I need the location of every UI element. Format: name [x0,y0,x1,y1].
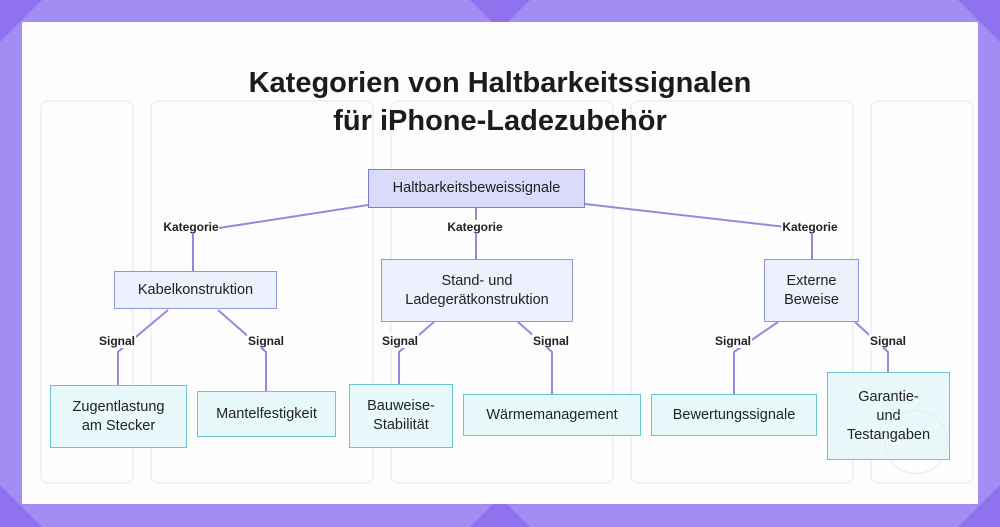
node-category-external: Externe Beweise [764,259,859,322]
edge-label-signal-warranty: Signal [868,334,908,348]
edge-label-category-charger: Kategorie [446,220,504,234]
diagram-title: Kategorien von Haltbarkeitssignalen für … [150,64,850,140]
node-category-charger: Stand- und Ladegerätkonstruktion [381,259,573,322]
title-line-2: für iPhone-Ladezubehör [333,105,667,137]
node-signal-heat-management: Wärmemanagement [463,394,641,436]
node-signal-build-stability: Bauweise- Stabilität [349,384,453,448]
edge-label-signal-heat: Signal [531,334,571,348]
edge-cable-jacket [217,309,267,391]
node-signal-reviews: Bewertungssignale [651,394,817,436]
edge-label-category-cable: Kategorie [162,220,220,234]
edge-label-signal-strain: Signal [97,334,137,348]
edge-cable-strain [117,309,169,385]
edge-label-category-external: Kategorie [781,220,839,234]
node-root: Haltbarkeitsbeweissignale [368,169,585,208]
edge-label-signal-build: Signal [380,334,420,348]
edge-charger-build [398,321,435,384]
edge-root-cable [192,204,369,271]
edge-external-reviews [733,321,779,394]
node-signal-strain-relief: Zugentlastung am Stecker [50,385,187,448]
edge-external-warranty [854,321,889,372]
edge-label-signal-jacket: Signal [246,334,286,348]
node-signal-jacket-strength: Mantelfestigkeit [197,391,336,437]
title-line-1: Kategorien von Haltbarkeitssignalen [248,67,752,99]
ghost-panel [870,100,974,484]
edge-root-external [584,203,813,259]
watermark-logo [884,410,948,474]
edge-label-signal-reviews: Signal [713,334,753,348]
edge-charger-heat [517,321,553,394]
node-category-cable: Kabelkonstruktion [114,271,277,309]
